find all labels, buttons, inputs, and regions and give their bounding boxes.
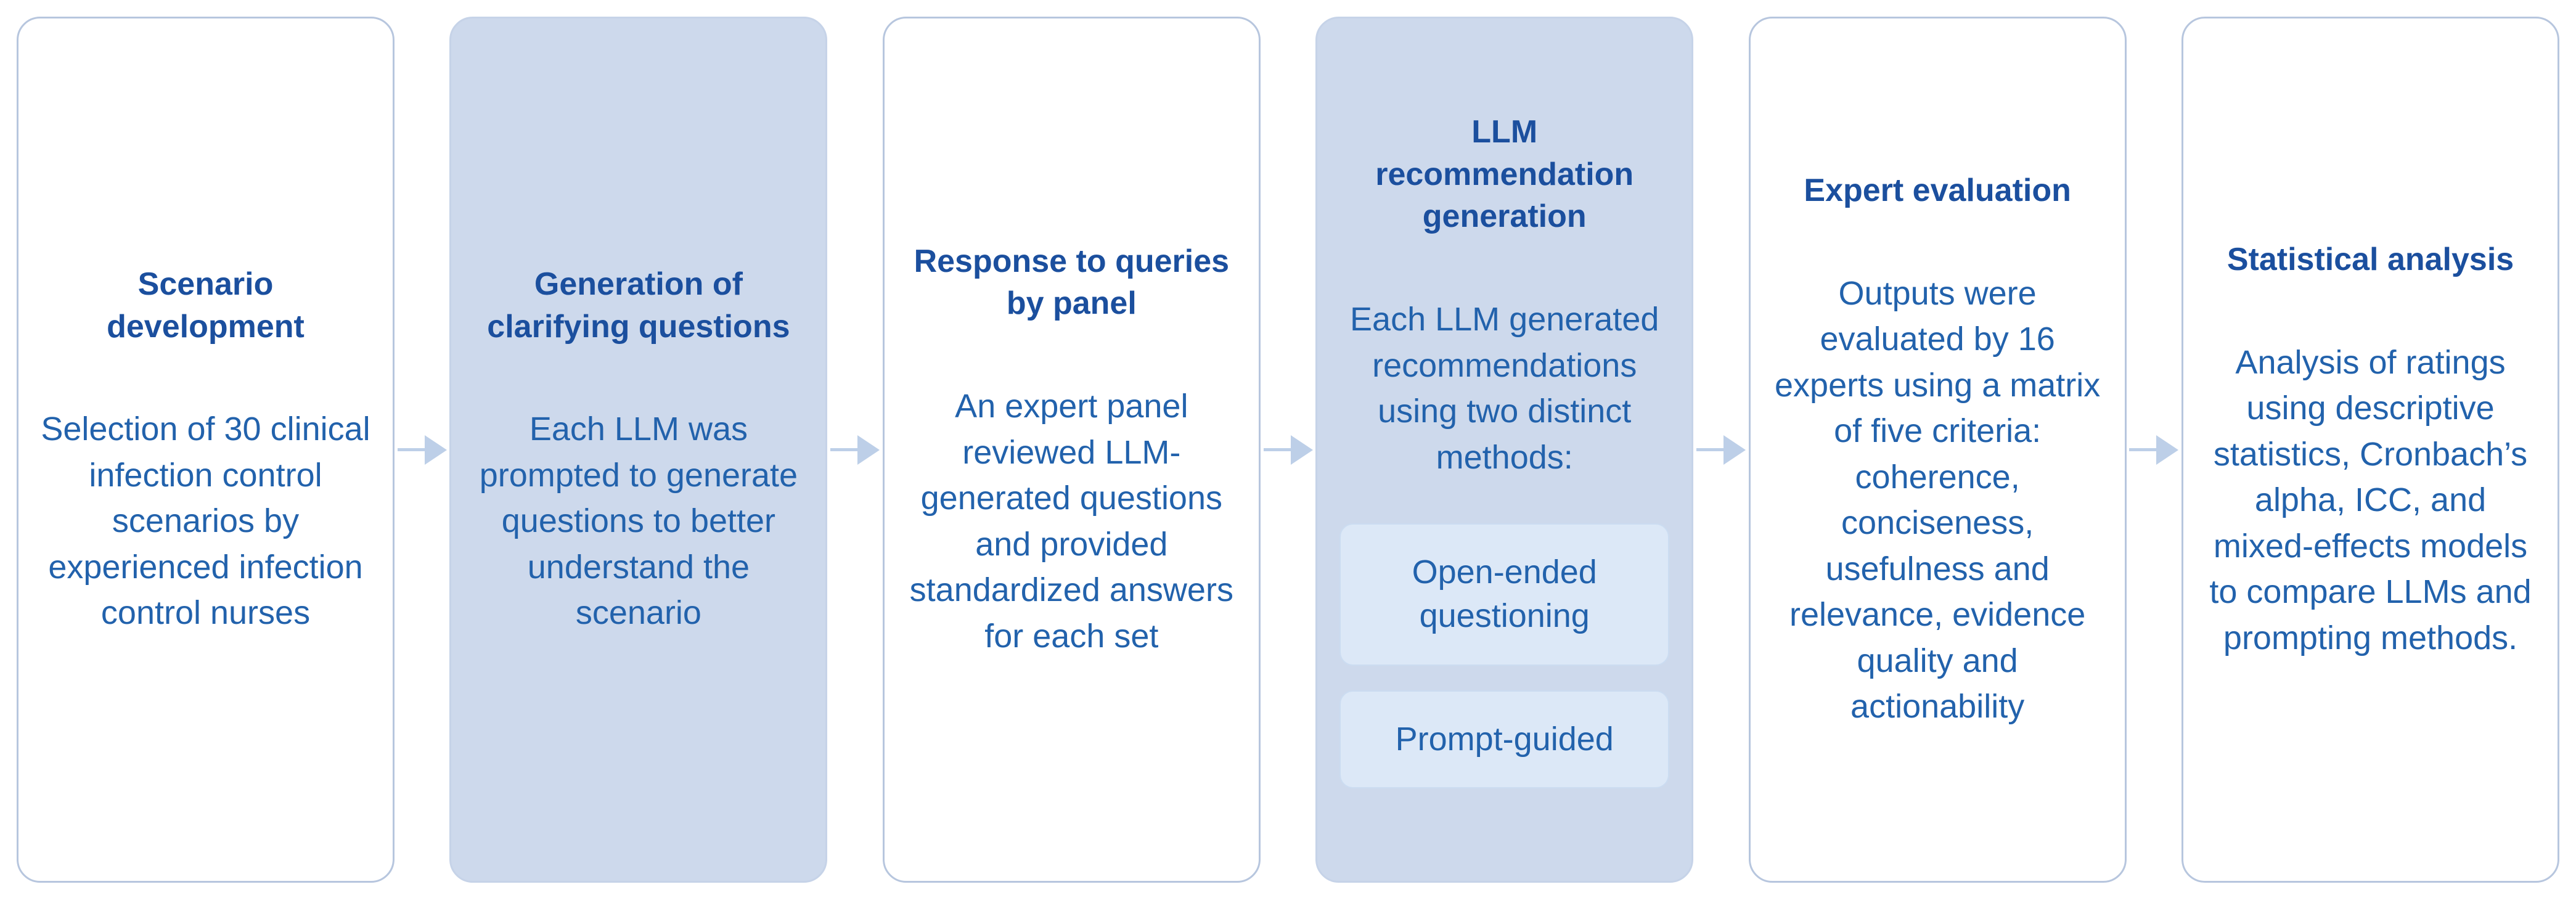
step-title: Statistical analysis (2226, 241, 2514, 277)
step-body: Each LLM was prompted to generate questi… (479, 411, 798, 632)
step-title: Response to queries by panel (914, 243, 1230, 322)
flow-row: Scenario development Selection of 30 cli… (17, 17, 2560, 883)
step-title: LLM recommendation generation (1375, 114, 1634, 235)
arrow-right-icon (2129, 448, 2157, 451)
connector-1 (395, 17, 449, 883)
arrow-right-icon (1263, 448, 1291, 451)
arrow-right-icon (1290, 435, 1313, 465)
connector-3 (1261, 17, 1315, 883)
step-box-scenario-development: Scenario development Selection of 30 cli… (17, 17, 395, 883)
arrow-right-icon (830, 448, 858, 451)
arrow-right-icon (1696, 448, 1723, 451)
method-box-open-ended: Open-ended questioning (1339, 523, 1670, 666)
connector-4 (1693, 17, 1748, 883)
step-title: Generation of clarifying questions (487, 266, 790, 345)
step-box-response-to-queries: Response to queries by panel An expert p… (882, 17, 1261, 883)
step-title: Scenario development (107, 266, 305, 345)
step-title: Expert evaluation (1804, 173, 2071, 209)
method-box-prompt-guided: Prompt-guided (1339, 690, 1670, 788)
arrow-right-icon (2156, 435, 2179, 465)
arrow-right-icon (424, 435, 447, 465)
step-body: An expert panel reviewed LLM-generated q… (909, 388, 1233, 655)
arrow-right-icon (1723, 435, 1746, 465)
connector-2 (827, 17, 882, 883)
step-box-statistical-analysis: Statistical analysis Analysis of ratings… (2181, 17, 2560, 883)
connector-5 (2127, 17, 2181, 883)
arrow-right-icon (857, 435, 880, 465)
step-body: Analysis of ratings using descriptive st… (2209, 343, 2532, 656)
step-box-expert-evaluation: Expert evaluation Outputs were evaluated… (1748, 17, 2127, 883)
method-list: Open-ended questioning Prompt-guided (1339, 523, 1670, 788)
arrow-right-icon (397, 448, 425, 451)
step-body: Each LLM generated recommendations using… (1350, 301, 1659, 476)
step-box-clarifying-questions: Generation of clarifying questions Each … (449, 17, 828, 883)
step-body: Selection of 30 clinical infection contr… (41, 411, 370, 632)
step-body: Outputs were evaluated by 16 experts usi… (1775, 274, 2101, 726)
step-box-llm-recommendation: LLM recommendation generation Each LLM g… (1315, 17, 1694, 883)
